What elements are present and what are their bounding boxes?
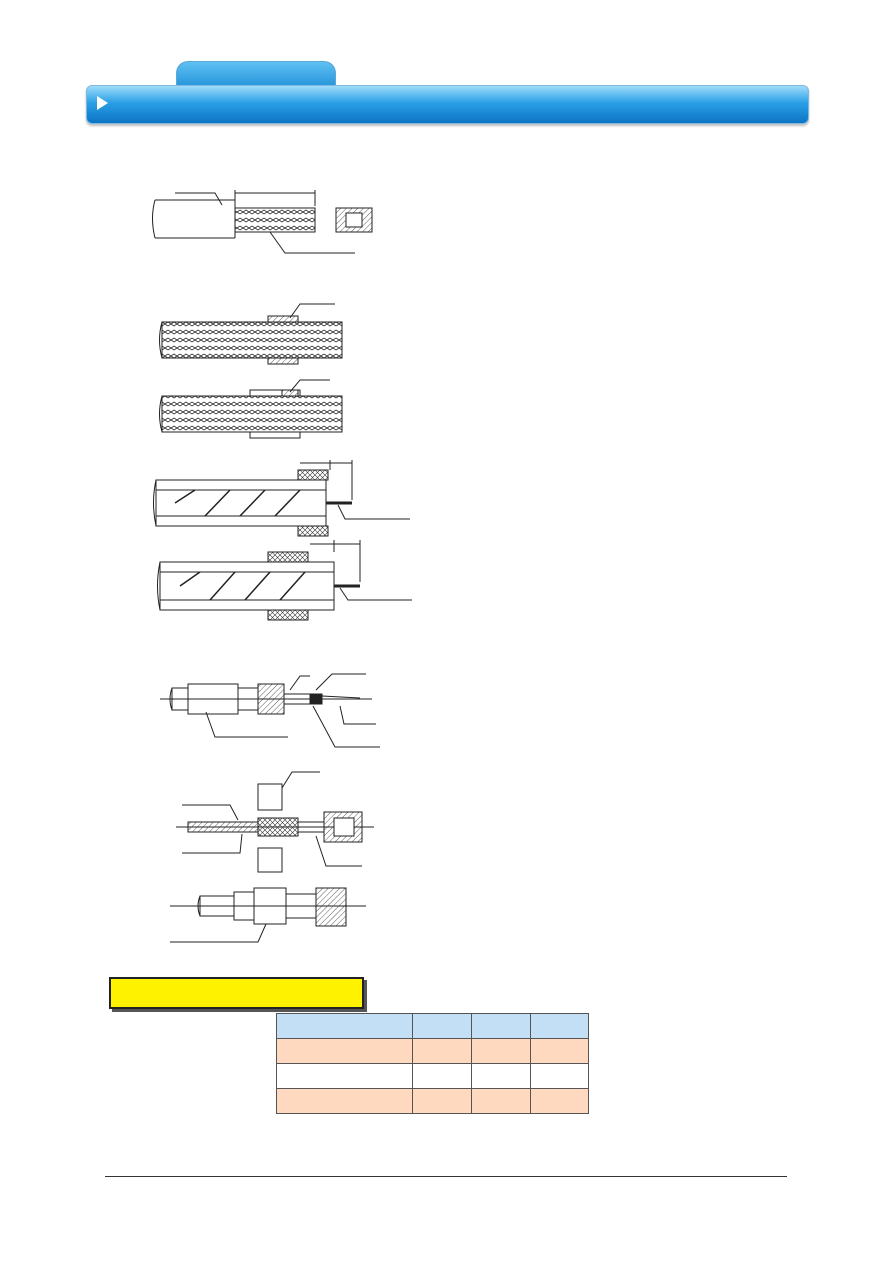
step-3-folded-braid-a [153, 460, 410, 537]
section-banner [86, 85, 809, 124]
table-cell [276, 1038, 413, 1064]
note-highlight-box [109, 977, 364, 1009]
table-cell [530, 1063, 589, 1089]
step-3-folded-braid-b [157, 540, 412, 621]
table-row [276, 1038, 589, 1064]
step-1-cable-strip [152, 190, 373, 254]
table-cell [412, 1063, 472, 1089]
table-cell [471, 1088, 531, 1114]
step-2-ferrule-a [159, 303, 343, 365]
table-header-cell [412, 1013, 472, 1039]
table-cell [471, 1038, 531, 1064]
table-cell [276, 1063, 413, 1089]
table-header-row [276, 1013, 589, 1039]
step-5-crimping [176, 771, 374, 873]
table-header-cell [276, 1013, 413, 1039]
table-cell [530, 1088, 589, 1114]
footer-divider [105, 1176, 787, 1177]
table-cell [471, 1063, 531, 1089]
step-2-ferrule-b [159, 379, 343, 439]
table-cell [530, 1038, 589, 1064]
table-header-cell [530, 1013, 589, 1039]
table-row [276, 1063, 589, 1089]
step-6-assembled-connector [170, 887, 366, 943]
spec-table [276, 1013, 589, 1114]
play-triangle-icon [97, 96, 108, 110]
table-cell [412, 1088, 472, 1114]
step-4-connector-parts [160, 673, 380, 748]
table-row [276, 1088, 589, 1114]
table-cell [412, 1038, 472, 1064]
table-header-cell [471, 1013, 531, 1039]
table-cell [276, 1088, 413, 1114]
